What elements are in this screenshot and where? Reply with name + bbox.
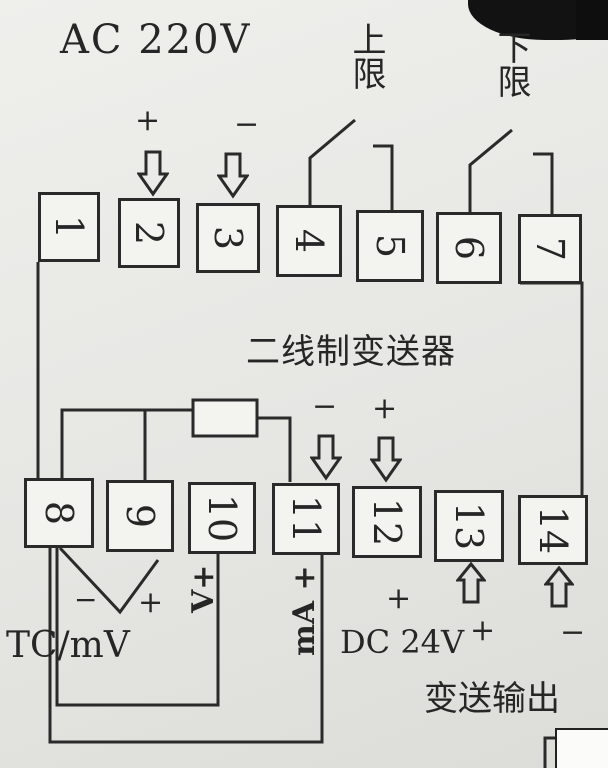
power-label: AC 220V — [60, 17, 252, 63]
supply-plus: + — [386, 581, 412, 616]
terminal-4[interactable]: 4 — [276, 205, 342, 277]
lower-limit-contact-7 — [533, 152, 554, 214]
terminal-11[interactable]: 11 — [272, 483, 340, 555]
terminal-13[interactable]: 13 — [434, 490, 504, 562]
terminal-14-minus: − — [560, 615, 586, 650]
terminal-6[interactable]: 6 — [436, 212, 502, 284]
output-device-edge — [555, 728, 608, 768]
upper-limit-contact-5 — [373, 144, 394, 210]
up-arrow-icon — [456, 562, 486, 604]
lower-limit-label: 下限 — [491, 30, 531, 98]
dark-background-edge — [576, 0, 608, 40]
terminal-14[interactable]: 14 — [518, 495, 588, 565]
lower-limit-contact-6 — [468, 128, 513, 212]
down-arrow-icon — [217, 152, 249, 199]
terminal-3[interactable]: 3 — [196, 203, 260, 273]
down-arrow-icon — [137, 150, 169, 197]
terminal-2-plus: + — [135, 103, 161, 138]
terminal-11-minus: − — [312, 389, 338, 424]
tc-triangle — [58, 546, 160, 615]
terminal-2[interactable]: 2 — [118, 198, 180, 268]
tc-plus: + — [138, 585, 164, 620]
upper-limit-label: 上限 — [346, 22, 386, 90]
terminal-10[interactable]: 10 — [188, 482, 256, 554]
terminal-5[interactable]: 5 — [356, 210, 424, 282]
tc-label: TC/mV — [6, 625, 130, 666]
voltage-loop-wire — [55, 548, 220, 707]
terminal-12[interactable]: 12 — [352, 486, 422, 558]
current-label: mA + — [287, 565, 322, 656]
right-frame-wire — [520, 281, 584, 495]
terminal-8[interactable]: 8 — [24, 478, 94, 548]
supply-label: DC 24V — [340, 623, 465, 661]
tc-minus: − — [74, 583, 98, 616]
terminal-13-plus: + — [470, 613, 496, 648]
upper-limit-contact-4 — [308, 118, 356, 205]
current-loop-wire — [48, 548, 324, 744]
up-arrow-icon — [544, 566, 574, 608]
terminal-3-minus: − — [234, 107, 260, 142]
resistor-right-wire — [257, 416, 292, 482]
terminal-12-plus: + — [372, 391, 398, 426]
down-arrow-icon — [310, 434, 342, 481]
terminal-9[interactable]: 9 — [106, 480, 174, 552]
device-label: 二线制变送器 — [246, 332, 456, 372]
resistor-left-wire — [60, 408, 193, 478]
output-label: 变送输出 — [424, 679, 560, 719]
terminal-1[interactable]: 1 — [38, 192, 100, 262]
down-arrow-icon — [370, 436, 402, 483]
resistor — [191, 398, 259, 438]
voltage-label: V+ — [186, 564, 221, 613]
terminal-7[interactable]: 7 — [518, 214, 582, 284]
